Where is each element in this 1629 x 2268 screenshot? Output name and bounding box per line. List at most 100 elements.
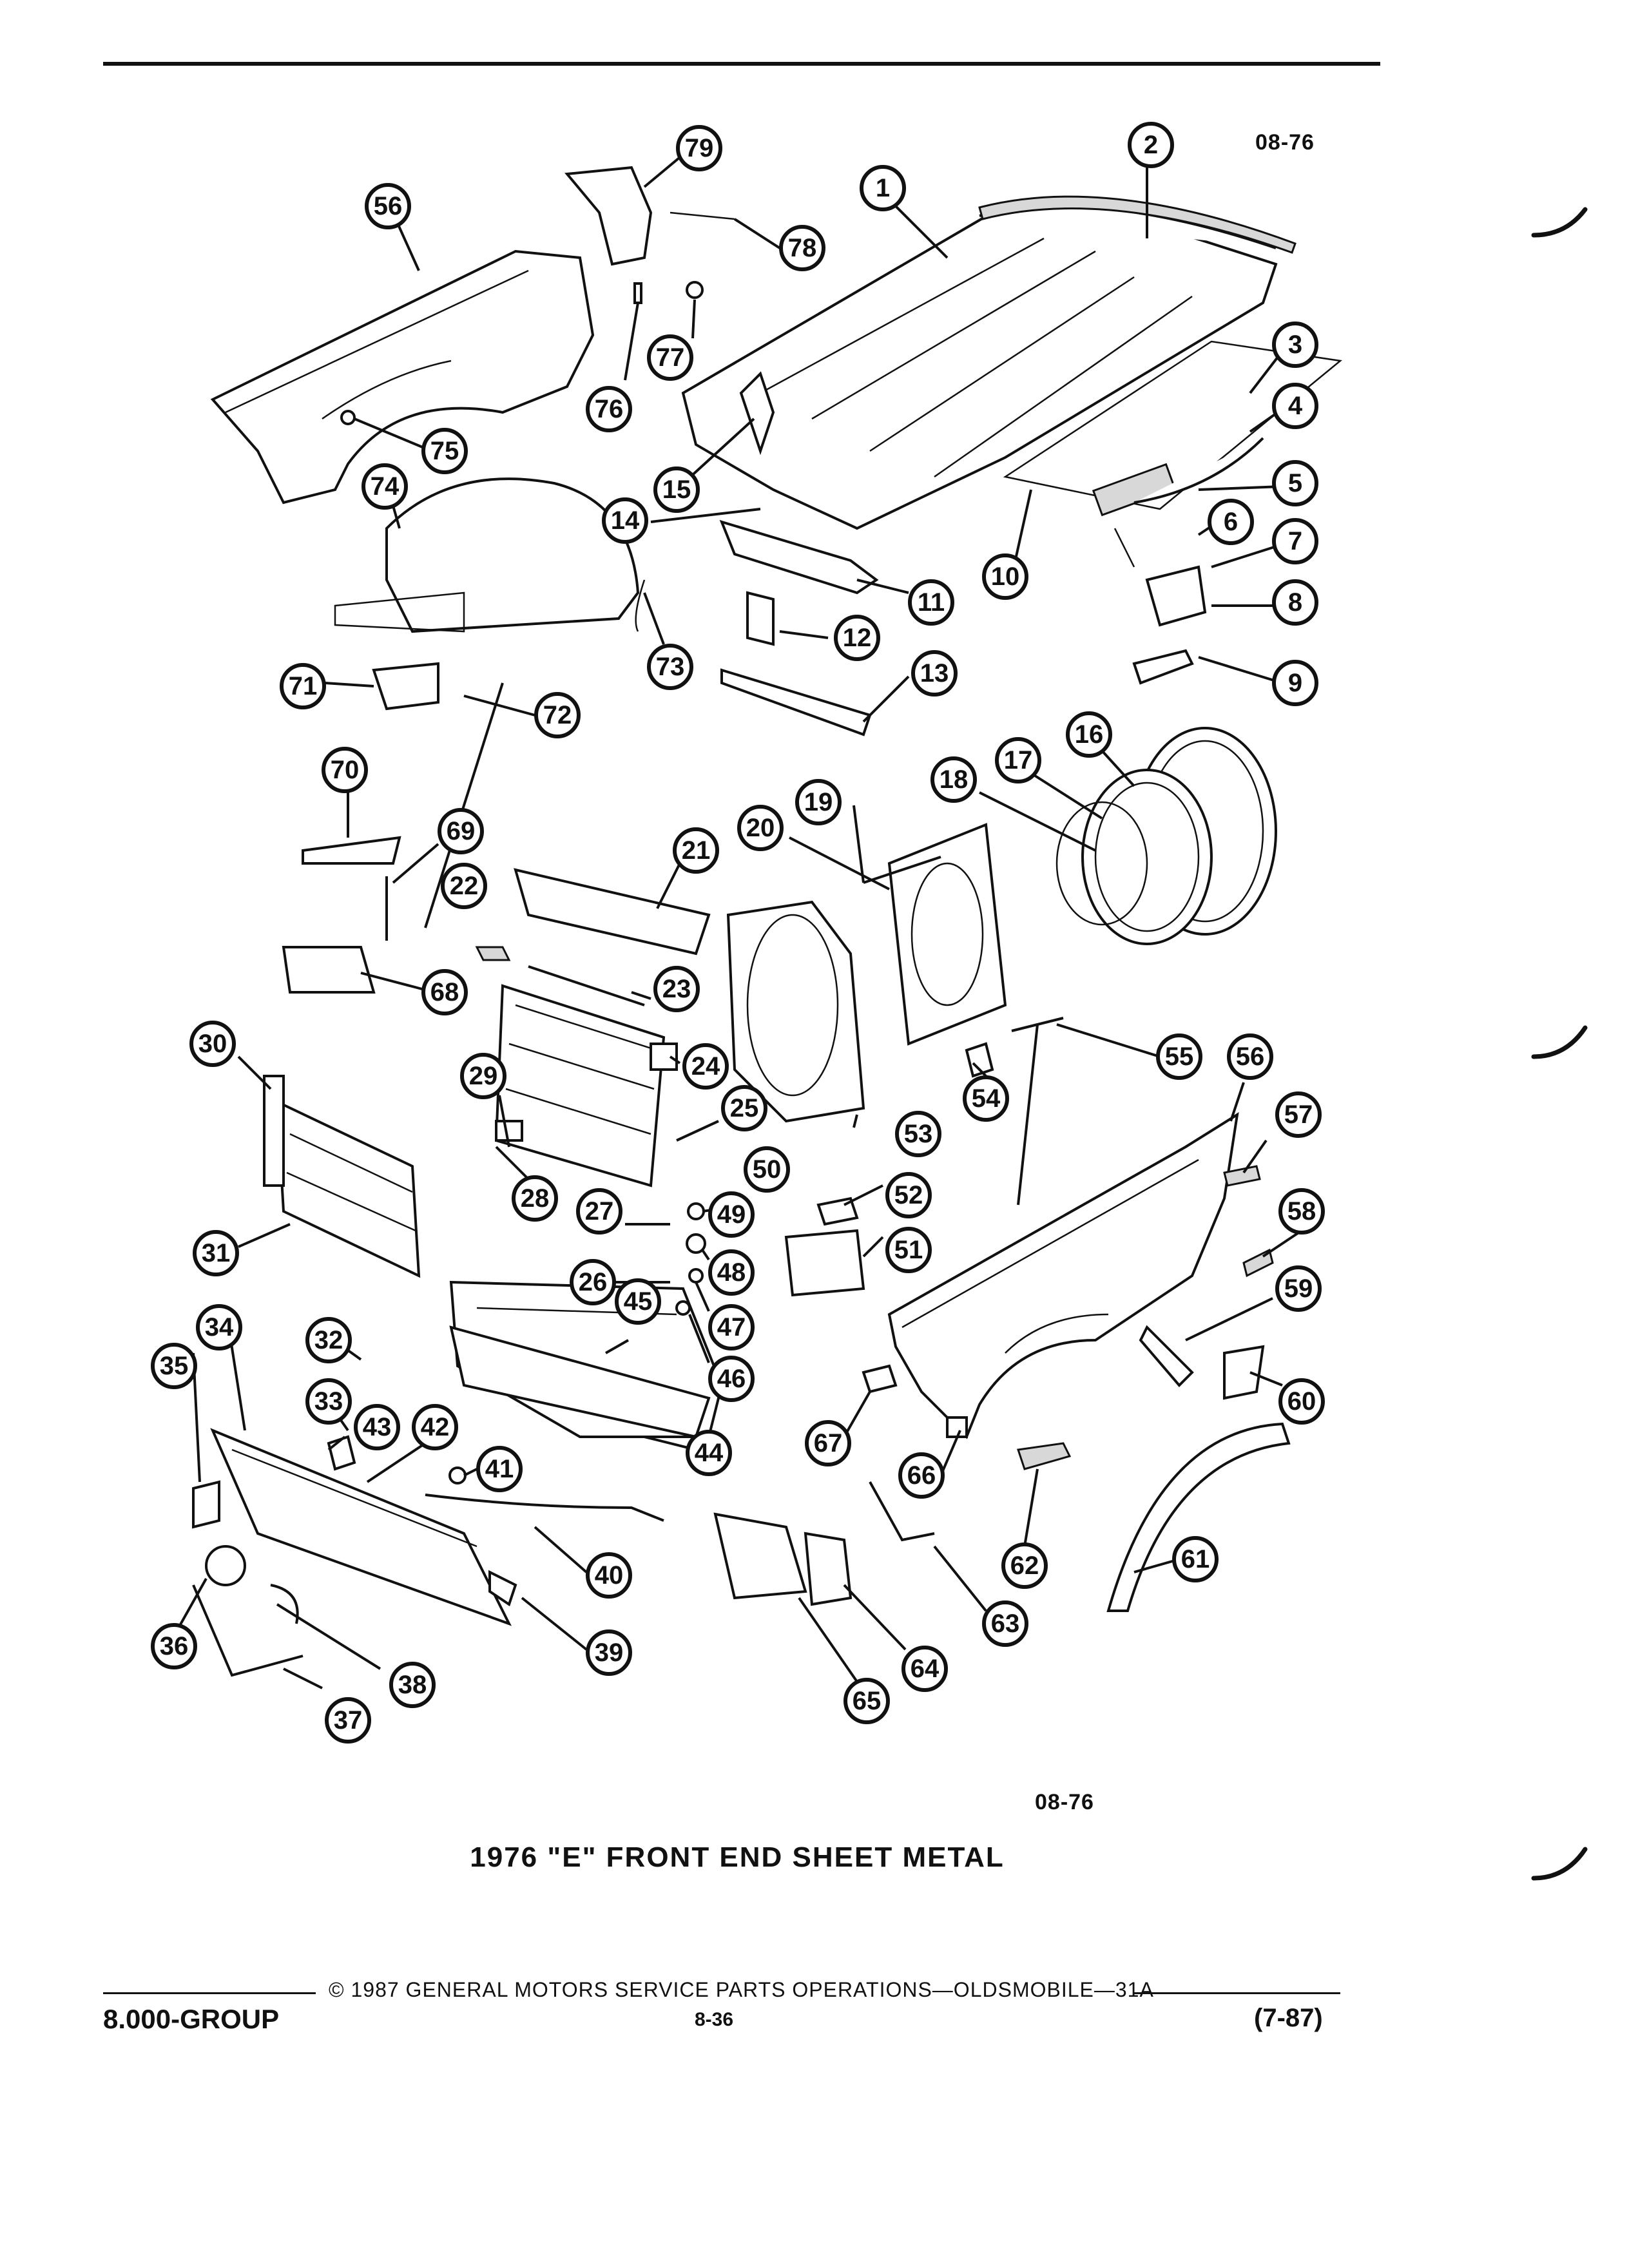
- lower-support-part: [327, 1435, 356, 1471]
- fender-bolt-67-part: [862, 1364, 898, 1394]
- svg-text:44: 44: [695, 1439, 724, 1467]
- hood-lock-part: [739, 371, 775, 456]
- callout-35: 35: [151, 1343, 197, 1389]
- svg-text:39: 39: [595, 1639, 624, 1667]
- callout-2: 2: [1128, 122, 1174, 168]
- callout-14: 14: [602, 497, 648, 544]
- battery-tray-part: [282, 946, 376, 994]
- condenser-part: [275, 1099, 421, 1278]
- callout-49: 49: [708, 1191, 755, 1238]
- callout-29: 29: [460, 1053, 506, 1099]
- svg-text:48: 48: [717, 1258, 746, 1287]
- callout-72: 72: [534, 692, 581, 738]
- callout-31: 31: [193, 1230, 239, 1276]
- hood-bolt-part: [633, 282, 642, 304]
- callout-40: 40: [586, 1552, 632, 1599]
- svg-text:78: 78: [788, 234, 817, 262]
- callout-8: 8: [1272, 579, 1318, 626]
- callout-38: 38: [389, 1662, 436, 1708]
- cable-end-part: [488, 1570, 517, 1607]
- svg-text:4: 4: [1288, 392, 1303, 420]
- svg-text:22: 22: [450, 872, 479, 900]
- callout-24: 24: [682, 1043, 729, 1090]
- callout-42: 42: [412, 1404, 458, 1450]
- page-number: 8-36: [695, 2009, 734, 2030]
- callout-73: 73: [647, 644, 693, 690]
- svg-text:29: 29: [469, 1062, 498, 1090]
- svg-text:18: 18: [940, 765, 969, 794]
- svg-text:53: 53: [904, 1120, 933, 1148]
- callout-55: 55: [1156, 1033, 1202, 1080]
- svg-text:17: 17: [1004, 746, 1033, 774]
- callout-10: 10: [982, 553, 1028, 600]
- svg-text:24: 24: [691, 1052, 720, 1081]
- svg-text:55: 55: [1165, 1043, 1194, 1071]
- shroud-clip-part: [965, 1042, 994, 1078]
- svg-text:63: 63: [991, 1610, 1020, 1638]
- callout-16: 16: [1066, 711, 1112, 758]
- radiator-cap-part: [495, 1120, 523, 1142]
- callout-60: 60: [1278, 1378, 1325, 1425]
- svg-text:7: 7: [1288, 527, 1302, 555]
- fender-brace-55-part: [1011, 1017, 1064, 1206]
- callout-18: 18: [930, 756, 977, 803]
- callout-66: 66: [898, 1452, 945, 1499]
- svg-text:38: 38: [398, 1671, 427, 1699]
- svg-text:54: 54: [972, 1084, 1001, 1113]
- copyright-notice: © 1987 GENERAL MOTORS SERVICE PARTS OPER…: [329, 1978, 1154, 2001]
- svg-text:28: 28: [521, 1184, 550, 1213]
- horn-part: [205, 1545, 246, 1586]
- callout-69: 69: [438, 808, 484, 854]
- leader-lines: [176, 153, 1303, 1689]
- svg-text:60: 60: [1287, 1387, 1316, 1416]
- svg-text:47: 47: [717, 1313, 746, 1341]
- callout-62: 62: [1001, 1542, 1048, 1589]
- latch-cable-part: [425, 1494, 664, 1522]
- callout-17: 17: [995, 737, 1041, 783]
- footer-rule-left: [103, 1992, 316, 1994]
- wheelhouse-part: [334, 477, 640, 633]
- svg-text:46: 46: [717, 1365, 746, 1393]
- callout-15: 15: [653, 466, 700, 513]
- svg-text:75: 75: [430, 437, 459, 465]
- svg-text:70: 70: [331, 756, 360, 784]
- callout-25: 25: [721, 1085, 767, 1131]
- support-bracket-part: [1132, 649, 1194, 685]
- frame-crossmember-part: [210, 1428, 512, 1626]
- callout-77: 77: [647, 334, 693, 381]
- callout-59: 59: [1275, 1265, 1322, 1312]
- side-marker-part: [1242, 1248, 1274, 1278]
- callout-64: 64: [901, 1646, 948, 1692]
- hood-hinge-spring-part: [670, 211, 735, 220]
- svg-text:74: 74: [371, 472, 400, 501]
- svg-text:13: 13: [920, 659, 949, 687]
- svg-text:41: 41: [485, 1455, 514, 1483]
- callout-20: 20: [737, 805, 784, 851]
- svg-text:3: 3: [1288, 331, 1302, 359]
- svg-text:6: 6: [1224, 508, 1238, 536]
- callout-36: 36: [151, 1623, 197, 1669]
- fluid-reservoir-part: [1145, 565, 1207, 627]
- callout-3: 3: [1272, 322, 1318, 368]
- svg-text:32: 32: [314, 1326, 343, 1354]
- radiator-support-rod-part: [720, 668, 872, 736]
- callout-45: 45: [615, 1278, 661, 1325]
- callout-58: 58: [1278, 1188, 1325, 1235]
- callout-28: 28: [512, 1175, 558, 1222]
- svg-text:45: 45: [624, 1287, 653, 1316]
- svg-text:16: 16: [1075, 720, 1104, 749]
- svg-text:56: 56: [1236, 1043, 1265, 1071]
- svg-text:19: 19: [804, 788, 833, 816]
- svg-text:11: 11: [918, 588, 945, 617]
- expansion-tank-part: [784, 1229, 865, 1297]
- callout-74: 74: [361, 463, 408, 510]
- fender-bolt-part: [340, 410, 356, 425]
- support-clip-part: [746, 591, 775, 646]
- svg-text:33: 33: [314, 1387, 343, 1416]
- svg-text:23: 23: [662, 975, 691, 1003]
- svg-text:57: 57: [1284, 1100, 1313, 1129]
- callout-56-right: 56: [1227, 1033, 1273, 1080]
- svg-text:50: 50: [753, 1155, 782, 1184]
- svg-text:15: 15: [662, 476, 691, 504]
